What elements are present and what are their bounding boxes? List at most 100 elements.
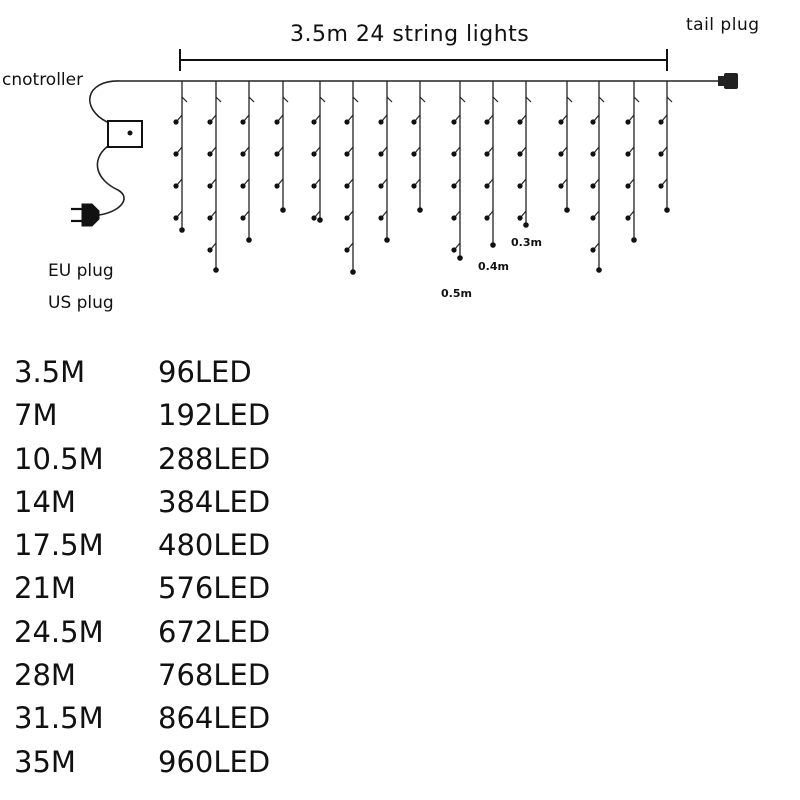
led-bulb [590, 151, 596, 157]
led-bulb [625, 183, 631, 189]
dimension-line [179, 49, 668, 71]
led-stem [352, 96, 359, 103]
led-stem [520, 146, 527, 154]
led-stem [520, 114, 527, 122]
spec-led-count: 864LED [158, 701, 271, 736]
led-stem [487, 178, 494, 186]
led-stem [314, 178, 321, 186]
led-bulb [457, 255, 463, 261]
led-stem [628, 210, 635, 218]
led-stem [210, 210, 217, 218]
led-bulb [207, 119, 213, 125]
led-bulb [311, 119, 317, 125]
led-stem [347, 210, 354, 218]
led-bulb [311, 151, 317, 157]
led-bulb [558, 151, 564, 157]
led-stem [414, 114, 421, 122]
power-plug-icon [71, 203, 100, 227]
led-stem [243, 210, 250, 218]
led-stem [628, 178, 635, 186]
led-stem [277, 146, 284, 154]
led-stem [314, 210, 321, 218]
led-stem [561, 114, 568, 122]
led-stem [176, 146, 183, 154]
led-stem [661, 114, 668, 122]
led-bulb [484, 183, 490, 189]
spec-led-count: 384LED [158, 484, 271, 519]
led-bulb [173, 151, 179, 157]
led-bulb [451, 119, 457, 125]
led-bulb [344, 247, 350, 253]
led-stem [243, 114, 250, 122]
led-bulb [564, 207, 570, 213]
led-bulb [280, 207, 286, 213]
led-stem [381, 210, 388, 218]
led-stem [487, 114, 494, 122]
led-bulb [451, 215, 457, 221]
led-bulb [631, 237, 637, 243]
led-stem [176, 178, 183, 186]
spec-led-count: 480LED [158, 528, 271, 563]
spec-length: 14M [14, 484, 76, 519]
led-stem [210, 242, 217, 250]
led-stem [454, 146, 461, 154]
controller-label: cnotroller [2, 70, 84, 90]
led-stem [598, 96, 605, 103]
led-bulb [240, 119, 246, 125]
led-bulb [411, 183, 417, 189]
led-stem [561, 178, 568, 186]
dimension-label: 3.5m 24 string lights [290, 22, 530, 47]
spec-length: 17.5M [14, 528, 104, 563]
led-bulb [625, 215, 631, 221]
led-stem [593, 146, 600, 154]
led-bulb [311, 183, 317, 189]
spec-length: 35M [14, 744, 76, 779]
spec-led-count: 576LED [158, 571, 271, 606]
us-plug-label: US plug [48, 293, 114, 313]
led-bulb [344, 183, 350, 189]
led-bulb [311, 215, 317, 221]
led-stem [492, 96, 499, 103]
led-bulb [179, 227, 185, 233]
led-stem [414, 146, 421, 154]
led-bulb [207, 247, 213, 253]
eu-plug-label: EU plug [48, 261, 114, 281]
led-stem [314, 114, 321, 122]
led-bulb [240, 183, 246, 189]
led-bulb [240, 151, 246, 157]
led-bulb [451, 247, 457, 253]
led-stem [593, 242, 600, 250]
led-stem [386, 96, 393, 103]
spec-led-count: 672LED [158, 614, 271, 649]
led-stem [628, 146, 635, 154]
led-bulb [417, 207, 423, 213]
led-stem [381, 114, 388, 122]
led-stem [347, 242, 354, 250]
light-strands [173, 81, 673, 275]
led-bulb [246, 237, 252, 243]
led-stem [347, 146, 354, 154]
led-bulb [658, 151, 664, 157]
led-stem [282, 96, 289, 103]
spec-led-count: 768LED [158, 658, 271, 693]
led-stem [454, 242, 461, 250]
led-stem [277, 178, 284, 186]
led-stem [347, 114, 354, 122]
controller-box-icon [107, 120, 143, 148]
led-bulb [590, 215, 596, 221]
led-stem [243, 178, 250, 186]
led-stem [593, 114, 600, 122]
led-bulb [523, 222, 529, 228]
led-bulb [344, 151, 350, 157]
led-bulb [590, 119, 596, 125]
led-stem [593, 178, 600, 186]
led-stem [210, 146, 217, 154]
led-stem [459, 96, 466, 103]
led-bulb [517, 183, 523, 189]
drop-length-label: 0.3m [511, 236, 542, 249]
led-stem [210, 178, 217, 186]
led-stem [314, 146, 321, 154]
led-bulb [451, 151, 457, 157]
led-bulb [411, 119, 417, 125]
led-bulb [658, 119, 664, 125]
